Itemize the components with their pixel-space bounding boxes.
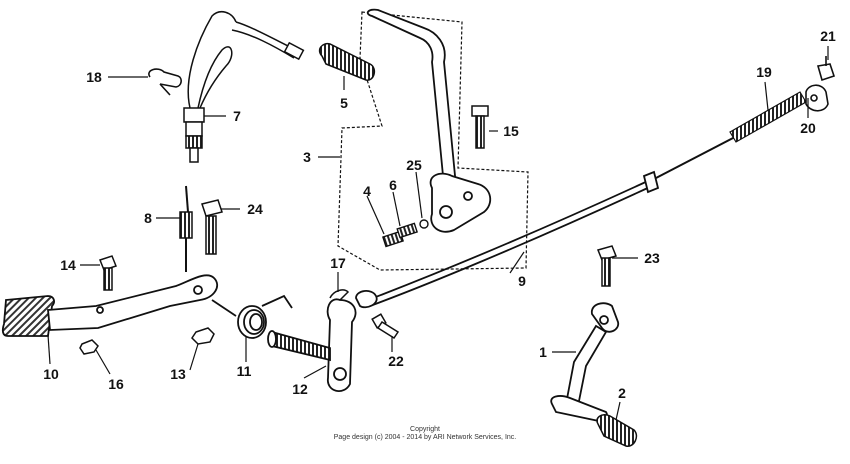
callout-12: 12 xyxy=(292,381,308,397)
callout-23: 23 xyxy=(644,250,660,266)
part-kick-starter xyxy=(550,302,620,422)
part-adjuster-nut xyxy=(805,84,829,112)
part-switch xyxy=(183,11,305,163)
part-brake-arm xyxy=(267,298,357,392)
part-bolt-14 xyxy=(99,255,117,291)
callout-9: 9 xyxy=(518,273,526,289)
callout-8: 8 xyxy=(144,210,152,226)
part-bolt-15 xyxy=(471,105,489,149)
callout-4: 4 xyxy=(363,183,371,199)
callout-18: 18 xyxy=(86,69,102,85)
part-ball-25 xyxy=(419,219,429,229)
part-adjuster-rod xyxy=(655,91,807,179)
part-kick-rubber xyxy=(596,413,638,447)
part-pin-21 xyxy=(816,56,836,82)
callout-7: 7 xyxy=(233,108,241,124)
copyright-line: Page design (c) 2004 - 2014 by ARI Netwo… xyxy=(333,434,517,441)
callout-25: 25 xyxy=(406,157,422,173)
part-return-spring xyxy=(211,294,293,339)
callout-15: 15 xyxy=(503,123,519,139)
part-clip xyxy=(148,68,182,96)
assembly-outline xyxy=(337,11,529,271)
part-bolt-23 xyxy=(596,245,618,287)
callout-labels: 18 7 5 3 4 6 25 15 8 24 14 17 9 23 19 20… xyxy=(43,28,836,401)
callout-11: 11 xyxy=(237,363,252,379)
leader-lines xyxy=(47,46,829,421)
part-kick-arm xyxy=(366,8,492,233)
callout-21: 21 xyxy=(820,28,836,44)
callout-14: 14 xyxy=(60,257,76,273)
callout-2: 2 xyxy=(618,385,626,401)
part-cotter-pin xyxy=(329,289,350,301)
callout-6: 6 xyxy=(389,177,397,193)
callout-5: 5 xyxy=(340,95,348,111)
callout-16: 16 xyxy=(108,376,124,392)
callout-1: 1 xyxy=(539,344,547,360)
callout-3: 3 xyxy=(303,149,311,165)
callout-22: 22 xyxy=(388,353,404,369)
part-bolt-22 xyxy=(371,313,400,340)
callout-20: 20 xyxy=(800,120,816,136)
part-nut-16 xyxy=(79,339,99,355)
callout-17: 17 xyxy=(330,255,346,271)
part-pivot-bolt xyxy=(201,199,223,255)
part-spring-6 xyxy=(396,222,418,239)
callout-13: 13 xyxy=(170,366,186,382)
callout-19: 19 xyxy=(756,64,772,80)
part-brake-spring xyxy=(179,185,193,272)
part-nut-13 xyxy=(191,327,215,345)
part-grip-rubber xyxy=(318,42,376,81)
copyright-title: Copyright xyxy=(410,426,440,433)
callout-24: 24 xyxy=(247,201,263,217)
part-brake-rod xyxy=(355,170,660,309)
callout-10: 10 xyxy=(43,366,59,382)
